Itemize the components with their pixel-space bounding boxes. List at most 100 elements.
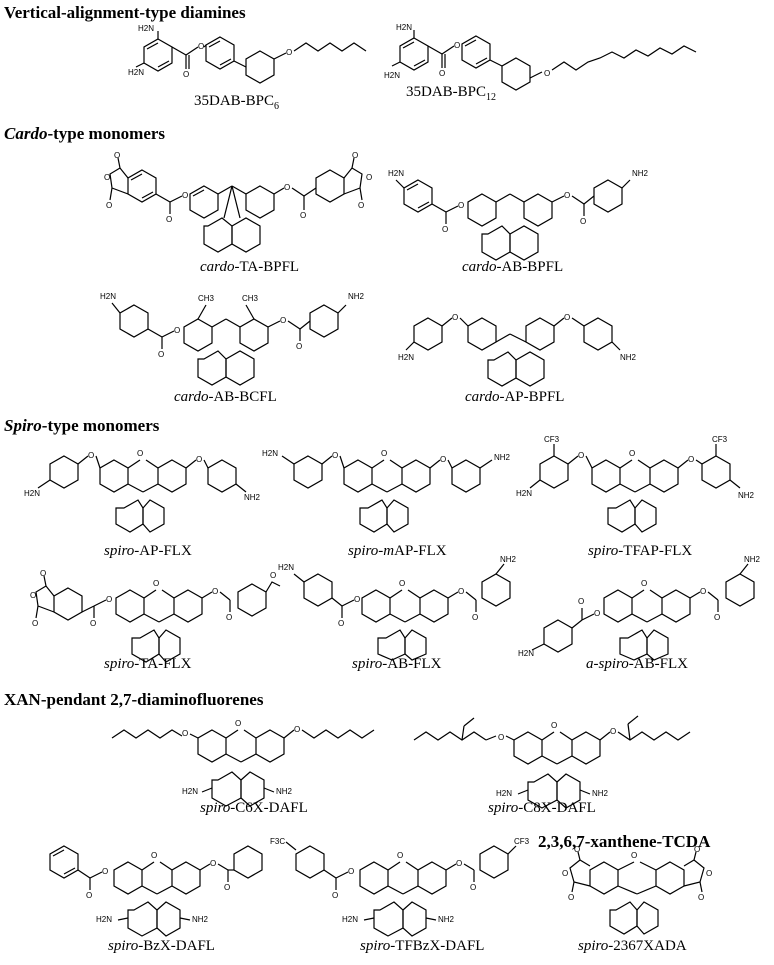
- svg-text:H2N: H2N: [496, 789, 512, 798]
- svg-text:O: O: [137, 449, 143, 458]
- svg-text:H2N: H2N: [342, 915, 358, 924]
- svg-text:O: O: [332, 451, 338, 460]
- svg-text:O: O: [270, 571, 276, 580]
- svg-text:O: O: [442, 225, 448, 234]
- svg-text:CF3: CF3: [712, 435, 728, 444]
- svg-text:O: O: [544, 69, 550, 78]
- svg-text:O: O: [458, 587, 464, 596]
- svg-text:H2N: H2N: [278, 563, 294, 572]
- structure-spiro-c8x-dafl: O O H2N NH2 O: [413, 710, 744, 818]
- svg-text:NH2: NH2: [632, 169, 649, 178]
- svg-text:O: O: [706, 869, 712, 878]
- section-title-spiro: Spiro-type monomers: [4, 416, 160, 435]
- structure-spiro-ap-flx: H2N O O O NH2: [24, 444, 264, 540]
- svg-text:O: O: [714, 613, 720, 622]
- svg-text:O: O: [106, 595, 112, 604]
- structure-cardo-ap-bpfl: H2N O O NH2: [398, 296, 658, 387]
- svg-text:O: O: [183, 70, 189, 79]
- structure-spiro-tfbzx-dafl: F3C O O O H2N NH2 O O CF3: [270, 834, 530, 938]
- svg-text:O: O: [454, 41, 460, 50]
- svg-text:O: O: [224, 883, 230, 892]
- label-spiro-ab-flx: spiro-AB-FLX: [352, 656, 442, 672]
- svg-text:O: O: [332, 891, 338, 900]
- svg-text:O: O: [694, 845, 700, 854]
- structure-spiro-tfap-flx: CF3 H2N O O O CF3 NH2: [514, 432, 770, 540]
- svg-text:O: O: [158, 350, 164, 359]
- svg-text:CF3: CF3: [544, 435, 560, 444]
- label-a-spiro-ab-flx: a-spiro-AB-FLX: [586, 656, 688, 672]
- label-spiro-tfap-flx: spiro-TFAP-FLX: [588, 543, 693, 559]
- svg-text:NH2: NH2: [438, 915, 455, 924]
- svg-text:O: O: [296, 342, 302, 351]
- svg-text:H2N: H2N: [396, 23, 412, 32]
- svg-text:O: O: [564, 313, 570, 322]
- label-spiro-ta-flx: spiro-TA-FLX: [104, 656, 192, 672]
- label-35dab-bpc6: 35DAB-BPC6: [194, 93, 280, 112]
- svg-text:O: O: [348, 867, 354, 876]
- svg-text:O: O: [629, 449, 635, 458]
- svg-text:O: O: [226, 613, 232, 622]
- svg-text:O: O: [182, 191, 188, 200]
- svg-text:O: O: [210, 859, 216, 868]
- svg-text:O: O: [198, 42, 204, 51]
- svg-text:O: O: [551, 721, 557, 730]
- structure-cardo-ab-bcfl: H2N O O CH3 CH3 O O NH2: [100, 285, 370, 386]
- structure-spiro-2367xada: O O O O O O O: [556, 845, 756, 938]
- svg-text:H2N: H2N: [388, 169, 404, 178]
- structure-cardo-ta-bpfl: O O O O O O O O O O: [104, 148, 374, 258]
- svg-text:O: O: [458, 201, 464, 210]
- label-35dab-bpc12: 35DAB-BPC12: [406, 84, 497, 103]
- svg-text:O: O: [594, 609, 600, 618]
- svg-text:O: O: [440, 455, 446, 464]
- svg-text:O: O: [90, 619, 96, 628]
- svg-text:O: O: [698, 893, 704, 902]
- svg-text:O: O: [366, 173, 372, 182]
- label-cardo-ap-bpfl: cardo-AP-BPFL: [465, 389, 565, 405]
- svg-text:O: O: [564, 191, 570, 200]
- label-spiro-ap-flx: spiro-AP-FLX: [104, 543, 192, 559]
- svg-text:O: O: [294, 725, 300, 734]
- svg-text:CH3: CH3: [198, 294, 215, 303]
- svg-text:NH2: NH2: [620, 353, 637, 362]
- svg-text:H2N: H2N: [518, 649, 534, 658]
- section-title-cardo: Cardo-type monomers: [4, 124, 166, 143]
- label-spiro-2367xada: spiro-2367XADA: [578, 938, 687, 954]
- svg-text:O: O: [235, 719, 241, 728]
- section-title-xanthene-tcda: 2,3,6,7-xanthene-TCDA: [538, 832, 711, 851]
- label-spiro-c8x-dafl: spiro-C8X-DAFL: [488, 800, 596, 816]
- svg-text:H2N: H2N: [100, 292, 116, 301]
- svg-text:O: O: [397, 851, 403, 860]
- svg-text:O: O: [578, 451, 584, 460]
- label-spiro-bzx-dafl: spiro-BzX-DAFL: [108, 938, 215, 954]
- svg-text:O: O: [578, 597, 584, 606]
- structure-cardo-ab-bpfl: H2N O O O O NH2: [388, 160, 658, 261]
- structure-35dab-bpc12: H2N H2N O O O: [384, 22, 704, 94]
- structure-spiro-ab-flx: H2N O O O O O NH2: [278, 550, 518, 661]
- svg-text:F3C: F3C: [270, 837, 285, 846]
- svg-text:H2N: H2N: [96, 915, 112, 924]
- svg-text:O: O: [338, 619, 344, 628]
- label-cardo-ab-bcfl: cardo-AB-BCFL: [174, 389, 277, 405]
- label-spiro-tfbzx-dafl: spiro-TFBzX-DAFL: [360, 938, 485, 954]
- svg-text:H2N: H2N: [138, 24, 154, 33]
- svg-text:O: O: [700, 587, 706, 596]
- svg-text:CF3: CF3: [514, 837, 530, 846]
- svg-text:O: O: [280, 316, 286, 325]
- svg-text:O: O: [102, 867, 108, 876]
- label-spiro-map-flx: spiro-mAP-FLX: [348, 543, 447, 559]
- svg-text:O: O: [286, 48, 292, 57]
- svg-text:NH2: NH2: [494, 453, 511, 462]
- svg-text:O: O: [106, 201, 112, 210]
- svg-text:O: O: [498, 733, 504, 742]
- svg-text:O: O: [40, 569, 46, 578]
- svg-text:O: O: [166, 215, 172, 224]
- svg-text:NH2: NH2: [348, 292, 365, 301]
- structure-spiro-bzx-dafl: O O O H2N NH2 O O: [40, 834, 270, 938]
- svg-text:H2N: H2N: [128, 68, 144, 77]
- structure-a-spiro-ab-flx: H2N O O O O O NH2: [518, 550, 768, 661]
- svg-text:NH2: NH2: [244, 493, 261, 502]
- label-spiro-c6x-dafl: spiro-C6X-DAFL: [200, 800, 308, 816]
- svg-text:O: O: [610, 727, 616, 736]
- svg-text:O: O: [174, 326, 180, 335]
- structure-35dab-bpc6: H2N H2N O O O: [128, 24, 368, 91]
